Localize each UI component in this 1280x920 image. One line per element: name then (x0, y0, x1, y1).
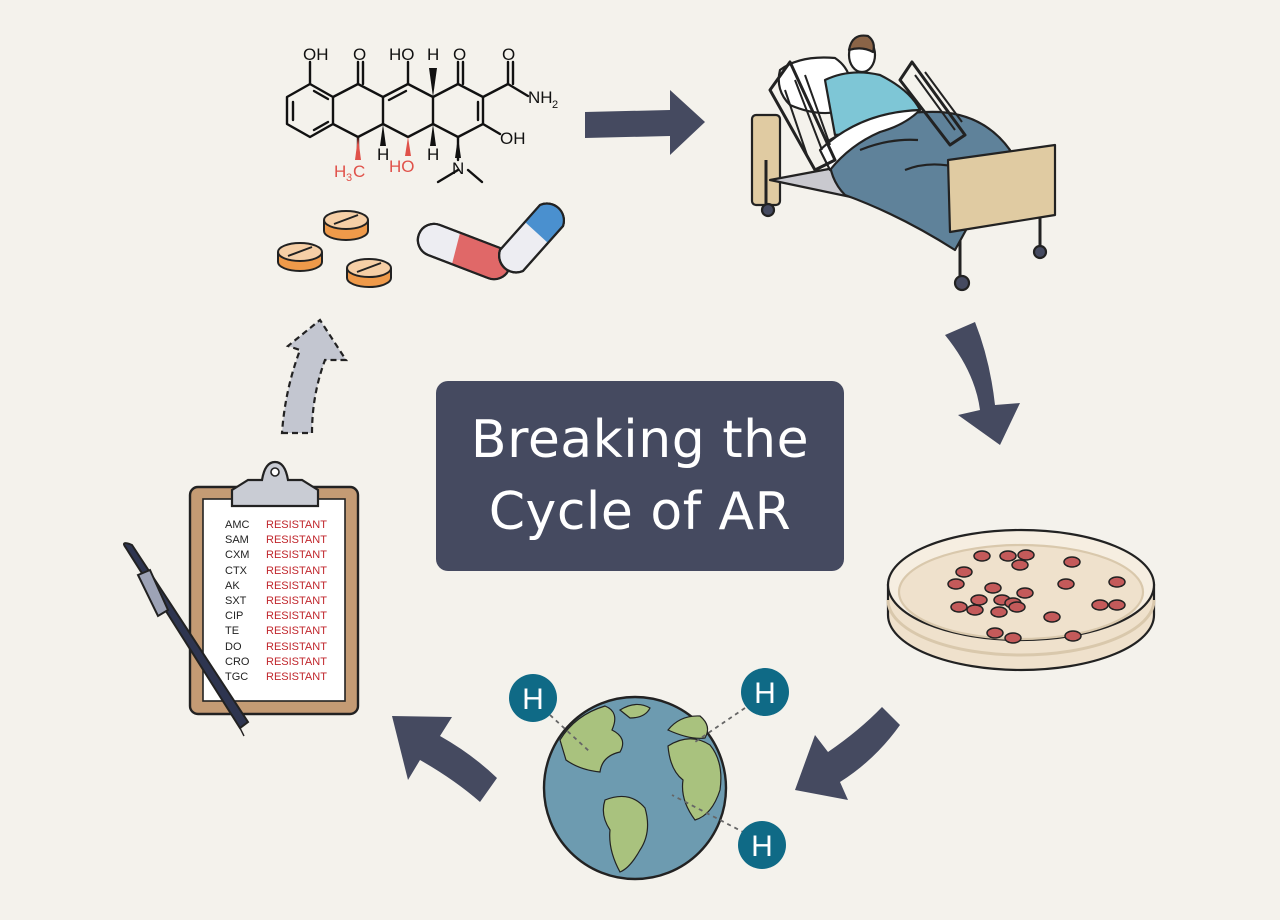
molecule-red-labels: H 3 C HO (334, 157, 415, 184)
hospital-badge-label: H (522, 683, 544, 716)
hospital-badge: H (738, 821, 786, 869)
hospital-badge: H (741, 668, 789, 716)
antibiotic-code: CTX (225, 564, 247, 577)
antibiotic-code-list: AMC SAM CXM CTX AK SXT CIP TE DO CRO TGC (225, 518, 275, 685)
molecule-h3c-sub: 3 (346, 172, 352, 184)
clipboard (188, 460, 360, 716)
title-line-2: Cycle of AR (488, 482, 792, 542)
patient-in-bed (750, 34, 1057, 292)
hospital-badge-label: H (751, 830, 773, 863)
cycle-arrow-drug-to-patient (585, 90, 705, 155)
susceptibility-result: RESISTANT (266, 670, 327, 683)
susceptibility-result: RESISTANT (266, 640, 327, 653)
molecule-o-2: O (453, 45, 466, 64)
antibiotic-code: SXT (225, 594, 247, 607)
molecule-labels: OH O HO H O O NH 2 OH H H N (303, 45, 558, 178)
molecule-nh2-sub: 2 (552, 99, 558, 111)
pen (123, 542, 250, 737)
susceptibility-result: RESISTANT (266, 534, 327, 547)
molecule-h-right: H (427, 145, 439, 164)
molecule-o-3: O (502, 45, 515, 64)
molecule-h3c-h: H (334, 162, 346, 181)
susceptibility-result: RESISTANT (266, 594, 327, 607)
antibiotic-code: AK (225, 579, 240, 592)
cycle-arrow-patient-to-culture (945, 322, 1020, 445)
stereo-wedges (355, 68, 461, 160)
molecule-n: N (452, 159, 464, 178)
molecule-nh2: NH (528, 88, 553, 107)
cycle-arrow-culture-to-world (795, 707, 900, 800)
molecule-o-1: O (353, 45, 366, 64)
hospital-connections (549, 707, 746, 834)
bacterial-colonies (947, 549, 1126, 644)
susceptibility-result: RESISTANT (266, 564, 327, 577)
susceptibility-result: RESISTANT (266, 579, 327, 592)
title-line-1: Breaking the (470, 410, 810, 470)
antibiotic-code: TE (225, 625, 240, 638)
antibiotic-code: CXM (225, 549, 250, 562)
susceptibility-result: RESISTANT (266, 549, 327, 562)
tablet-pill (323, 210, 369, 241)
dashed-arrow-report-to-drug (280, 318, 349, 435)
hospital-badge: H (509, 674, 557, 722)
antibiotic-code: DO (225, 640, 242, 653)
molecule-ho-mid: HO (389, 45, 415, 64)
susceptibility-result-list: RESISTANT RESISTANT RESISTANT RESISTANT RESI… (266, 518, 346, 685)
molecule-oh-right: OH (500, 129, 526, 148)
molecule-h3c-c: C (353, 162, 365, 181)
tablet-pill (277, 242, 323, 272)
susceptibility-result: RESISTANT (266, 519, 327, 531)
globe (542, 695, 728, 881)
cycle-arrow-world-to-report (392, 716, 497, 802)
susceptibility-result: RESISTANT (266, 625, 327, 638)
tetracycline-structure (285, 60, 530, 184)
molecule-oh-left: OH (303, 45, 329, 64)
hospital-badge-label: H (754, 677, 776, 710)
tablet-pill (346, 258, 392, 288)
antibiotic-code: AMC (225, 519, 250, 531)
molecule-h-left: H (377, 145, 389, 164)
susceptibility-result: RESISTANT (266, 655, 327, 668)
antibiotic-code: CRO (225, 655, 250, 668)
antibiotic-code: TGC (225, 670, 249, 683)
molecule-h-top: H (427, 45, 439, 64)
susceptibility-result: RESISTANT (266, 610, 327, 623)
title-box: Breaking the Cycle of AR (436, 381, 844, 571)
molecule-ho-red: HO (389, 157, 415, 176)
antibiotic-code: CIP (225, 610, 244, 623)
antibiotic-code: SAM (225, 534, 249, 547)
capsule-pill (416, 202, 565, 281)
